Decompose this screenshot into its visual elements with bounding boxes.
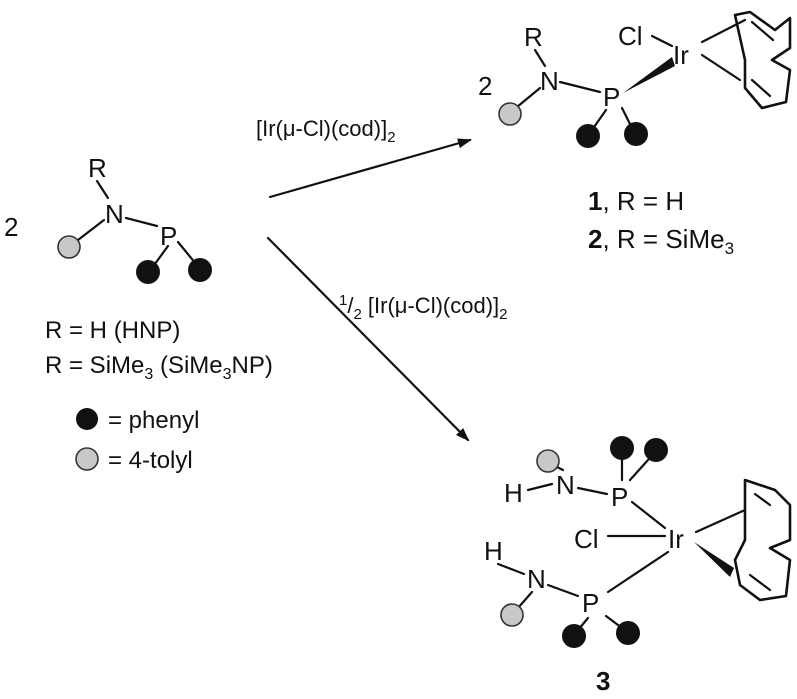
legend-tolyl-label: = 4-tolyl <box>108 447 193 474</box>
bond <box>630 500 667 530</box>
polygon <box>694 542 734 577</box>
reactant-p-atom: P <box>160 221 177 251</box>
upper-reaction-arrow <box>268 138 472 199</box>
product-top-n-atom: N <box>540 66 559 96</box>
bond <box>546 583 580 598</box>
bond <box>533 48 547 68</box>
phenyl-ball <box>624 122 648 146</box>
product-top-ir-atom: Ir <box>673 40 689 70</box>
phenyl-ball <box>562 624 586 648</box>
tolyl-ball <box>536 449 560 473</box>
reactant-r-atom: R <box>88 153 107 183</box>
cod-ligand <box>694 478 792 602</box>
bond <box>516 590 534 610</box>
compound-2-label: 2, R = SiMe3 <box>588 224 734 258</box>
bond <box>515 86 542 109</box>
phenyl-ball <box>576 124 600 148</box>
tolyl-ball <box>57 235 81 259</box>
cod-ligand <box>700 10 792 110</box>
tolyl-ball <box>500 603 524 627</box>
path <box>733 10 792 110</box>
product-3-h-atom-2: H <box>484 536 503 566</box>
bond <box>694 508 747 534</box>
bond <box>496 562 526 576</box>
p-ir-wedge-bond <box>623 57 675 93</box>
reactant-structure: 2 R N P <box>4 153 212 284</box>
product-3-n-atom-1: N <box>556 470 575 500</box>
bond <box>576 486 609 496</box>
reactant-coefficient: 2 <box>4 212 18 242</box>
bond <box>700 53 742 82</box>
legend-phenyl-ball <box>76 408 98 430</box>
product-top-r-atom: R <box>524 22 543 52</box>
bond <box>628 458 650 482</box>
reactant-definitions: R = H (HNP) R = SiMe3 (SiMe3NP) <box>45 317 273 383</box>
phenyl-ball <box>136 260 160 284</box>
product-top-coefficient: 2 <box>478 71 492 101</box>
product-3-h-atom-1: H <box>504 478 523 508</box>
lower-conditions: 1/2 [Ir(μ-Cl)(cod)]2 <box>339 292 507 323</box>
bond <box>748 573 772 592</box>
tolyl-ball <box>498 102 522 126</box>
compound-3-label: 3 <box>596 666 610 696</box>
path <box>733 478 792 602</box>
legend: = phenyl = 4-tolyl <box>75 407 199 474</box>
definition-hnp: R = H (HNP) <box>45 317 180 344</box>
product-3-p-atom-1: P <box>611 482 628 512</box>
reactant-n-atom: N <box>105 199 124 229</box>
product-bottom-structure: H N P Cl Ir H N P <box>484 436 792 648</box>
phenyl-ball <box>644 438 668 462</box>
compound-1-label: 1, R = H <box>588 186 684 216</box>
lower-reaction-arrow <box>266 236 470 442</box>
n-p-bond <box>124 216 159 228</box>
product-top-cl-atom: Cl <box>618 21 643 51</box>
bond <box>526 482 554 492</box>
product-top-structure: 2 R N P Cl Ir <box>478 10 792 148</box>
bond <box>753 492 772 507</box>
n-tolyl-bond <box>76 218 106 242</box>
definition-sime3np: R = SiMe3 (SiMe3NP) <box>45 352 273 383</box>
bond <box>650 34 674 48</box>
phenyl-ball <box>610 436 634 460</box>
phenyl-ball <box>616 621 640 645</box>
product-3-ir-atom: Ir <box>668 524 684 554</box>
product-3-cl-atom: Cl <box>574 524 599 554</box>
bond <box>750 78 772 98</box>
bond <box>606 550 670 594</box>
legend-phenyl-label: = phenyl <box>108 407 199 434</box>
bond <box>750 20 775 42</box>
legend-tolyl-ball <box>75 447 99 471</box>
product-top-p-atom: P <box>603 82 620 112</box>
product-3-p-atom-2: P <box>582 588 599 618</box>
upper-conditions: [Ir(μ-Cl)(cod)]2 <box>256 116 396 146</box>
product-3-n-atom-2: N <box>527 564 546 594</box>
bond <box>558 80 602 94</box>
r-n-bond <box>95 179 110 200</box>
phenyl-ball <box>188 258 212 282</box>
